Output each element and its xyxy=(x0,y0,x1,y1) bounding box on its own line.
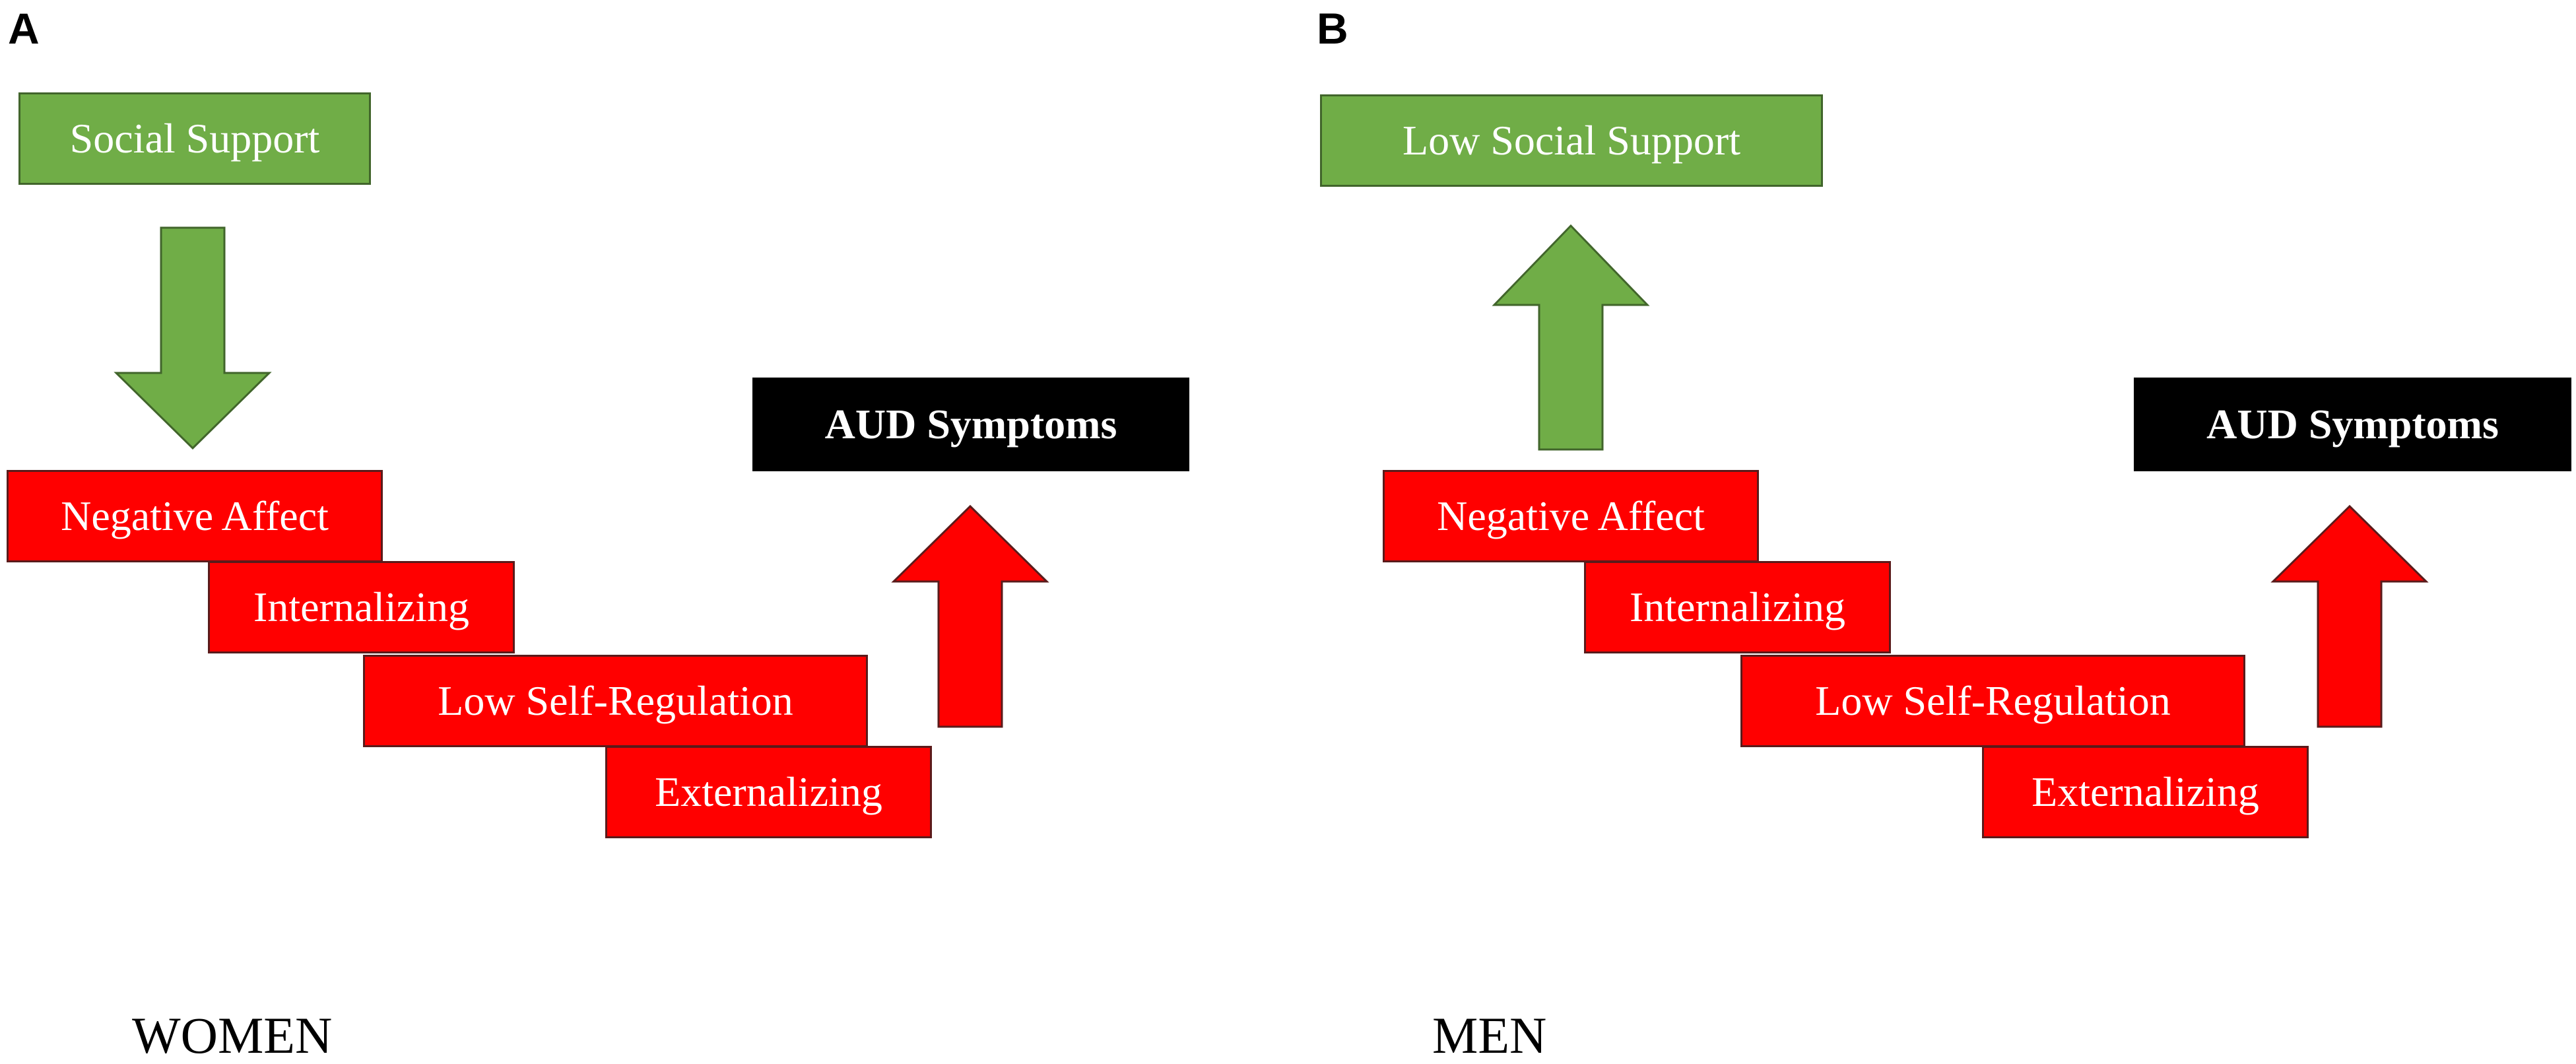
social-support-box: Social Support xyxy=(18,92,371,185)
panel-label-b: B xyxy=(1317,4,1348,53)
externalizing-box: Externalizing xyxy=(1982,746,2309,838)
low-self-regulation-box: Low Self-Regulation xyxy=(1740,655,2245,747)
caption-women: WOMEN xyxy=(132,1007,333,1064)
up-arrow-icon xyxy=(891,504,1049,728)
panel-a-women: A Social Support Negative Affect Interna… xyxy=(0,0,1287,1061)
aud-symptoms-box: AUD Symptoms xyxy=(752,378,1189,471)
negative-affect-box: Negative Affect xyxy=(7,470,383,562)
panel-label-a: A xyxy=(8,4,40,53)
externalizing-box: Externalizing xyxy=(605,746,932,838)
panel-b-men: B Low Social Support Negative Affect Int… xyxy=(1287,0,2576,1061)
aud-symptoms-box: AUD Symptoms xyxy=(2134,378,2571,471)
caption-men: MEN xyxy=(1432,1007,1547,1064)
low-social-support-box: Low Social Support xyxy=(1320,94,1823,187)
low-self-regulation-box: Low Self-Regulation xyxy=(363,655,868,747)
negative-affect-box: Negative Affect xyxy=(1383,470,1759,562)
internalizing-box: Internalizing xyxy=(208,561,515,653)
up-arrow-icon xyxy=(2270,504,2429,728)
internalizing-box: Internalizing xyxy=(1584,561,1891,653)
down-arrow-icon xyxy=(114,226,272,450)
up-arrow-icon xyxy=(1492,224,1650,451)
